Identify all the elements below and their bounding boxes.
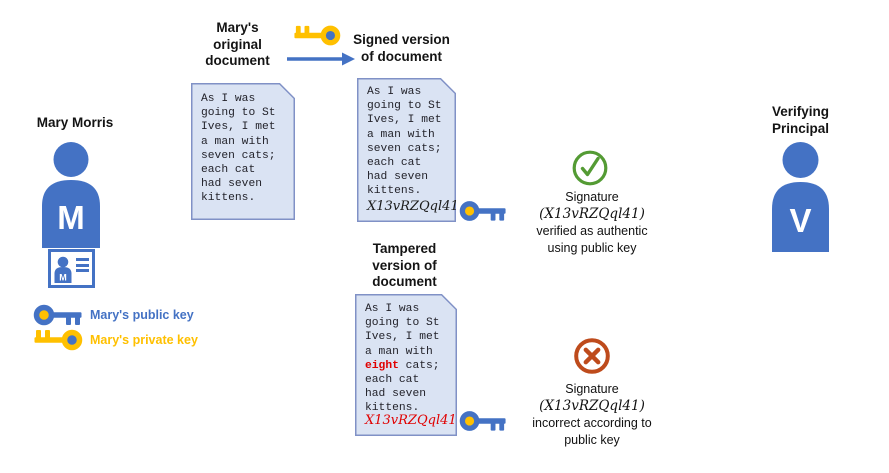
tampered-document-text: As I was going to St Ives, I met a man w…: [365, 302, 440, 416]
doc-line: As I was: [365, 303, 420, 315]
doc-line: a man with: [367, 128, 435, 141]
doc-line: kittens.: [365, 402, 420, 415]
verifier-avatar-initial: V: [789, 202, 812, 239]
doc-line: had seven: [201, 178, 263, 191]
verifier-avatar: V: [768, 142, 833, 252]
mary-id-card: M: [48, 249, 95, 288]
document-page-icon: [355, 294, 457, 436]
verify-public-key-icon: [459, 411, 506, 431]
doc-line: each cat: [201, 164, 256, 177]
rejected-head: Signature: [565, 382, 619, 396]
signing-arrow: [287, 52, 355, 66]
id-card-person-icon: M: [54, 256, 72, 283]
doc-line: a man with: [201, 135, 269, 148]
tampered-doc-title: Tampered version of document: [372, 241, 437, 289]
document-page-icon: [357, 78, 456, 222]
doc-line: Ives, I met: [367, 114, 442, 127]
doc-line: going to St: [367, 100, 442, 113]
tampered-line-rest: cats;: [398, 359, 440, 372]
doc-line: each cat: [365, 374, 420, 387]
doc-line: going to St: [365, 317, 440, 330]
mary-avatar-initial: M: [57, 199, 85, 236]
rejected-result-text: Signature (X13vRZQql41) incorrect accord…: [507, 381, 677, 449]
document-page-icon: [191, 83, 295, 220]
verified-tail: verified as authentic using public key: [536, 224, 648, 255]
tampered-line: eight cats;: [365, 359, 440, 373]
id-card-text-lines: [76, 258, 89, 275]
doc-line: seven cats;: [201, 149, 276, 162]
doc-line: kittens.: [201, 192, 256, 205]
signed-doc-title: Signed version of document: [353, 32, 450, 64]
tampered-word: eight: [365, 359, 399, 372]
verified-result-text: Signature (X13vRZQql41) verified as auth…: [507, 189, 677, 257]
tampered-doc-signature: X13vRZQql41: [365, 413, 457, 428]
public-key-icon: [33, 304, 82, 326]
doc-line: a man with: [365, 345, 433, 358]
verifier-name-label: Verifying Principal: [771, 104, 830, 136]
signed-doc-signature: X13vRZQql41: [367, 199, 459, 214]
person-icon: [772, 142, 829, 252]
private-key-icon: [34, 329, 83, 351]
doc-line: Ives, I met: [365, 331, 440, 344]
signing-private-key-icon: [294, 25, 341, 46]
private-key-label: Mary's private key: [90, 333, 198, 347]
check-circle-icon: [572, 150, 608, 186]
tampered-document: As I was going to St Ives, I met a man w…: [355, 294, 457, 436]
cross-circle-icon: [574, 338, 610, 374]
doc-line: had seven: [365, 388, 427, 401]
verified-signature: (X13vRZQql41): [539, 206, 645, 222]
doc-line: going to St: [201, 107, 276, 120]
public-key-label: Mary's public key: [90, 308, 194, 322]
verify-public-key-icon: [459, 201, 506, 221]
doc-line: each cat: [367, 157, 422, 170]
mary-name-label: Mary Morris: [36, 115, 114, 130]
original-doc-title: Mary's original document: [205, 20, 270, 68]
signed-document-text: As I was going to St Ives, I met a man w…: [367, 85, 442, 199]
verified-head: Signature: [565, 190, 619, 204]
original-document-text: As I was going to St Ives, I met a man w…: [201, 92, 276, 206]
doc-line: kittens.: [367, 185, 422, 198]
mary-avatar: M: [37, 142, 105, 248]
doc-line: had seven: [367, 171, 429, 184]
original-document: As I was going to St Ives, I met a man w…: [191, 83, 295, 220]
doc-line: As I was: [367, 86, 422, 98]
person-icon: [42, 142, 100, 248]
signed-document: As I was going to St Ives, I met a man w…: [357, 78, 459, 222]
rejected-signature: (X13vRZQql41): [539, 398, 645, 414]
doc-line: As I was: [201, 93, 256, 105]
id-card-initial: M: [59, 273, 67, 283]
doc-line: Ives, I met: [201, 121, 276, 134]
rejected-tail: incorrect according to public key: [532, 416, 652, 447]
doc-line: seven cats;: [367, 142, 442, 155]
